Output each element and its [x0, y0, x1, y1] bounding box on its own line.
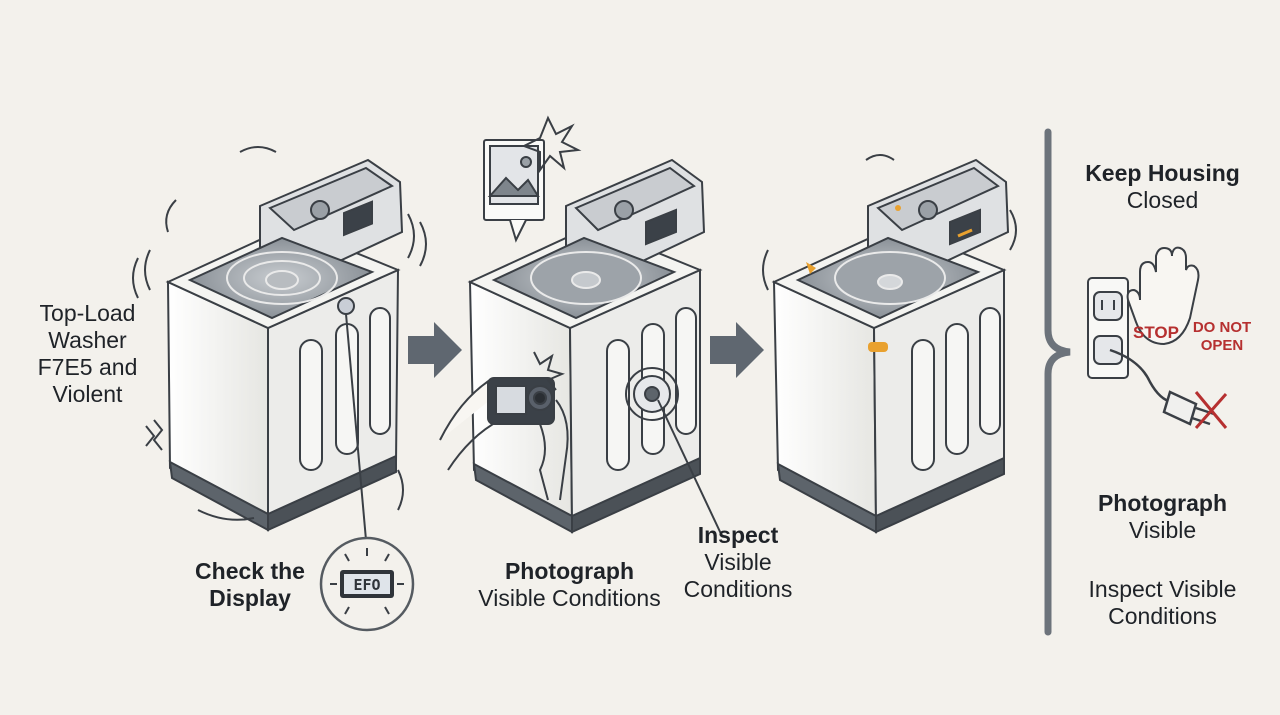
flash-burst-icon [521, 115, 582, 174]
arrow-step-1 [408, 322, 462, 378]
stop-sign-text: STOP [1133, 323, 1179, 342]
washer-inspect [762, 154, 1017, 534]
check-display-label: Check the Display [195, 558, 305, 612]
arrow-step-2 [710, 322, 764, 378]
inspect-label: Inspect Visible Conditions [683, 522, 793, 603]
inspect-leader-line [657, 399, 723, 537]
washer-vibrating [132, 146, 427, 532]
washer-photograph [467, 158, 706, 534]
stop-hand-icon [1126, 246, 1200, 346]
photograph-label: Photograph Visible Conditions [478, 558, 661, 612]
display-leader-line [345, 313, 367, 541]
display-code-text: EFO [353, 576, 380, 594]
power-cord-icon [1109, 348, 1215, 426]
sidebar-photograph-label: Photograph Visible [1097, 490, 1228, 544]
camera-icon [439, 351, 569, 501]
sidebar-inspect-label: Inspect Visible Conditions [1088, 576, 1237, 630]
wall-outlet-icon [1087, 277, 1129, 379]
keep-housing-label: Keep Housing Closed [1085, 160, 1240, 214]
warning-text-line-2: OPEN [1201, 337, 1244, 354]
intro-label: Top-Load Washer F7E5 and Violent [37, 300, 138, 408]
warning-text-line-1: DO NOT [1193, 319, 1251, 336]
photo-image-icon [483, 139, 545, 243]
no-plug-cross-icon [1194, 391, 1228, 429]
section-divider [1044, 128, 1071, 636]
magnified-display-badge: EFO [319, 536, 415, 632]
